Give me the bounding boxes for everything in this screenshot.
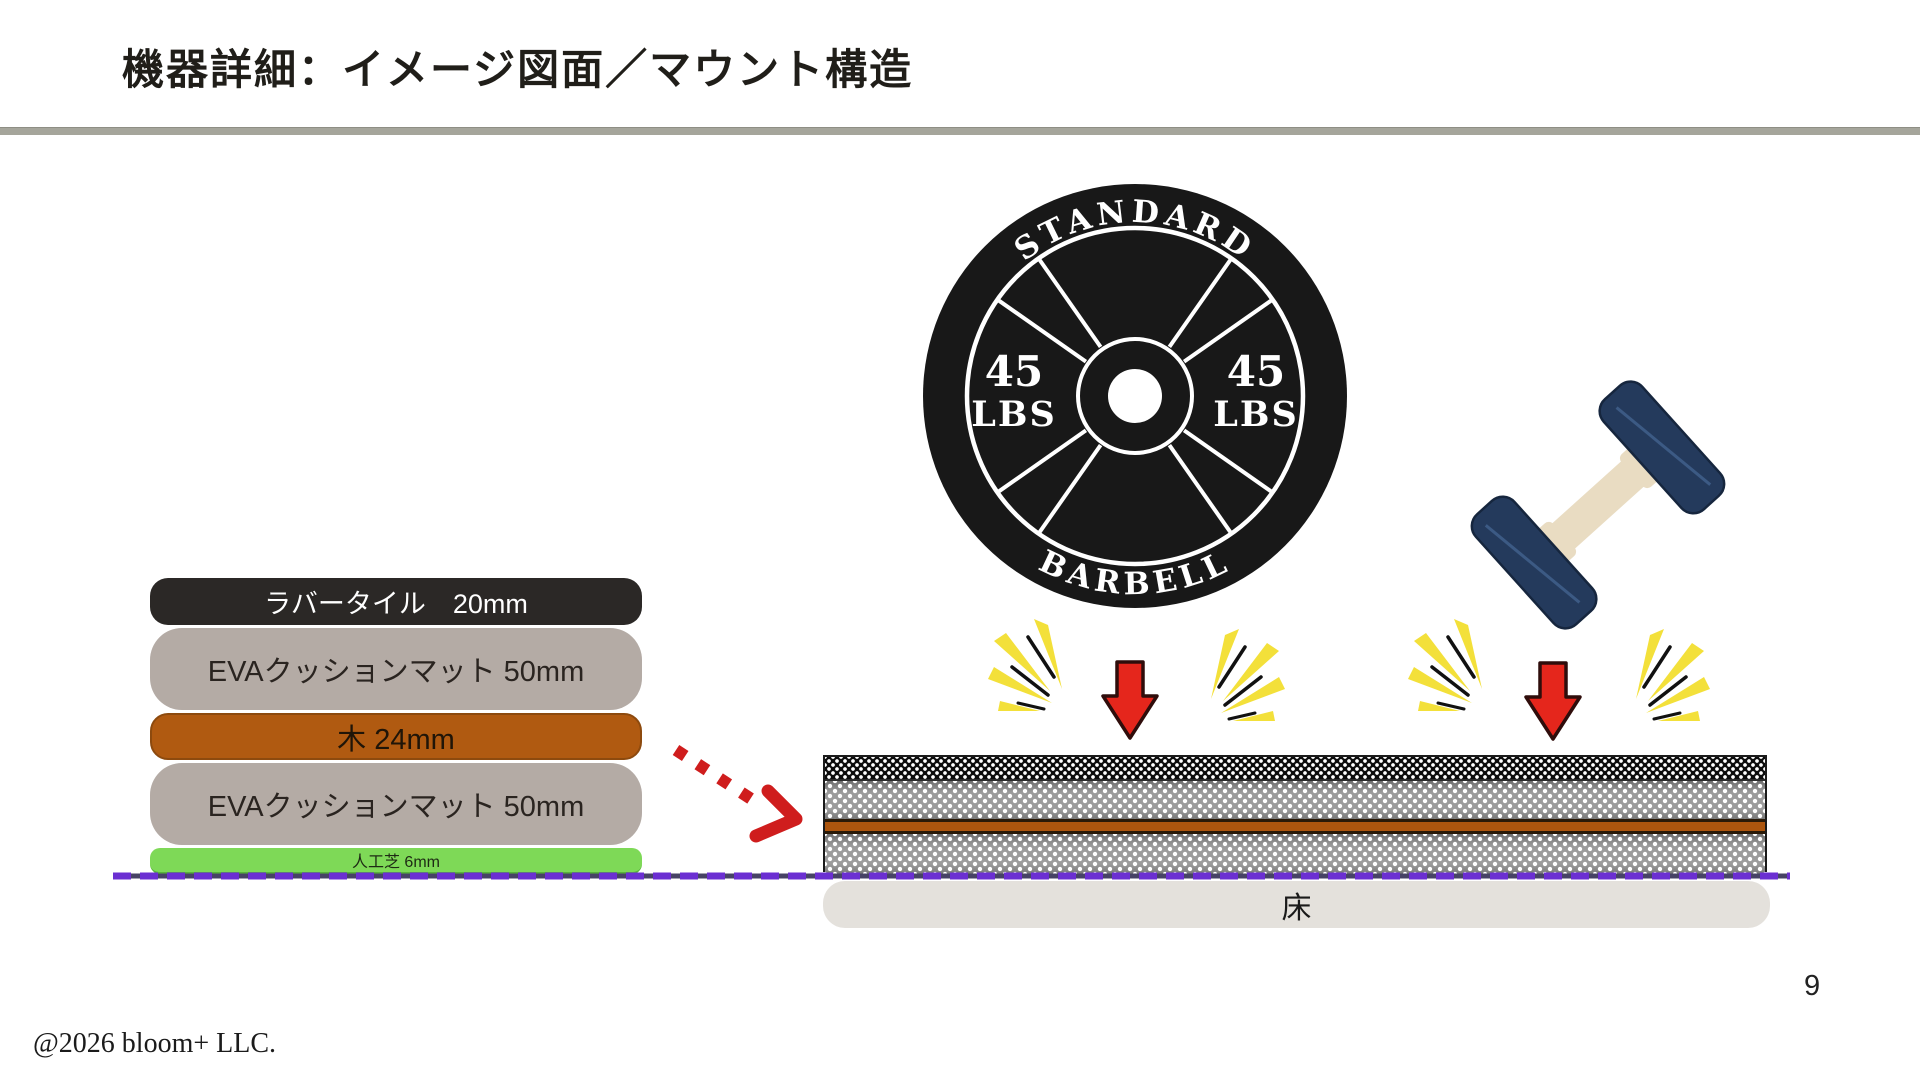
impact-arrow-icon	[1524, 661, 1582, 741]
layer-eva-cushion-bottom-label: EVAクッションマット 50mm	[207, 791, 585, 823]
floor-bar: 床	[823, 881, 1770, 928]
plate-top-text: STANDARD	[1008, 194, 1257, 269]
plate-bottom-text: BARBELL	[1033, 543, 1231, 602]
cross-section-wood-layer	[825, 819, 1765, 834]
dumbbell-icon	[1470, 380, 1726, 630]
cross-section	[823, 755, 1767, 874]
plate-right-weight: 45	[1227, 347, 1285, 396]
callout-arrow-icon	[672, 744, 803, 843]
plate-left-unit: LBS	[971, 394, 1056, 435]
svg-text:BARBELL: BARBELL	[1033, 543, 1236, 602]
layer-eva-cushion-top-label: EVAクッションマット 50mm	[207, 656, 585, 688]
title-divider	[0, 127, 1920, 135]
page-title: 機器詳細：イメージ図面／マウント構造	[122, 46, 914, 93]
layer-wood-label: 木 24mm	[337, 723, 455, 756]
layer-eva-cushion-bottom: EVAクッションマット 50mm	[150, 763, 642, 845]
svg-text:STANDARD: STANDARD	[1008, 194, 1262, 269]
impact-spark-icon	[1209, 627, 1287, 723]
cross-section-eva-layer-top	[825, 779, 1765, 819]
layer-artificial-turf: 人工芝 6mm	[150, 848, 642, 874]
layer-artificial-turf-label: 人工芝 6mm	[351, 854, 440, 871]
layer-rubber-tile: ラバータイル 20mm	[150, 578, 642, 625]
layer-wood: 木 24mm	[150, 713, 642, 760]
impact-arrow-icon	[1101, 660, 1159, 740]
plate-left-weight: 45	[985, 347, 1043, 396]
floor-label: 床	[1281, 891, 1312, 925]
barbell-plate-icon: STANDARD BARBELL 45 LBS 45 LBS	[923, 184, 1347, 608]
plate-right-unit: LBS	[1213, 394, 1298, 435]
copyright: @2026 bloom+ LLC.	[33, 1028, 277, 1059]
impact-spark-icon	[986, 617, 1064, 713]
page-number: 9	[1804, 970, 1821, 1002]
impact-spark-icon	[1406, 617, 1484, 713]
cross-section-rubber-layer	[825, 757, 1765, 779]
layer-rubber-tile-label: ラバータイル 20mm	[264, 589, 528, 619]
layer-eva-cushion-top: EVAクッションマット 50mm	[150, 628, 642, 710]
cross-section-eva-layer-bottom	[825, 834, 1765, 874]
impact-spark-icon	[1634, 627, 1712, 723]
